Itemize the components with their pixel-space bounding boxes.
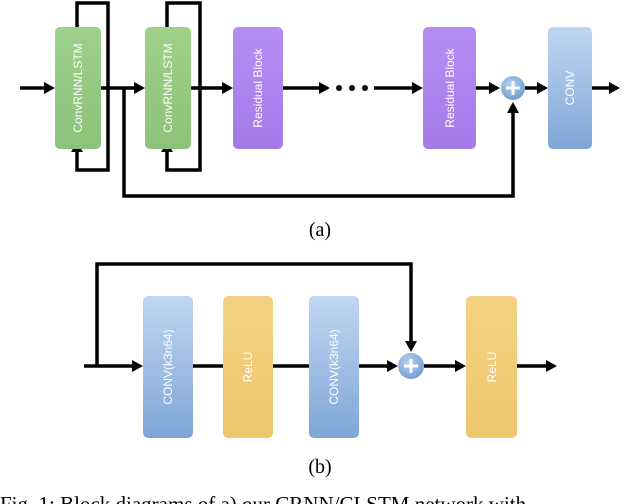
b-sum-node xyxy=(398,353,424,379)
conv-k3n64-block-2: CONV(k3n64) xyxy=(309,296,359,438)
convrnn-lstm-block-1: ConvRNN/LSTM xyxy=(55,27,101,149)
a-output-arrowhead xyxy=(609,82,620,94)
panel-b-label: (b) xyxy=(308,456,331,478)
a-arrowhead-conv xyxy=(537,82,548,94)
a-sum-node xyxy=(501,76,525,100)
b-skip-connection xyxy=(95,262,413,366)
relu-block-2-label: ReLU xyxy=(485,352,499,383)
convrnn-lstm-block-1-label: ConvRNN/LSTM xyxy=(71,43,85,132)
b-input-arrowhead xyxy=(132,360,143,372)
convrnn-lstm-block-2: ConvRNN/LSTM xyxy=(145,27,191,149)
residual-block-2: Residual Block xyxy=(423,27,476,149)
a-recurrent-loop-2 xyxy=(165,1,202,172)
a-arrowhead-rnn2 xyxy=(134,82,145,94)
b-arrowhead-relu2 xyxy=(455,360,466,372)
a-recurrent-loop-1 xyxy=(75,1,110,172)
b-arrowhead-plus xyxy=(387,360,398,372)
a-arrowhead-dots xyxy=(319,82,330,94)
a-global-skip-connection xyxy=(122,88,515,198)
a-arrowhead-res1 xyxy=(222,82,233,94)
panel-a-label: (a) xyxy=(309,219,331,241)
a-ellipsis-dot xyxy=(336,85,342,91)
a-arrowhead-res2 xyxy=(412,82,423,94)
residual-block-1-label: Residual Block xyxy=(251,47,265,127)
conv-block-label: CONV xyxy=(563,71,577,106)
a-skip-arrowhead xyxy=(507,102,519,113)
b-skip-arrowhead xyxy=(405,341,417,352)
conv-k3n64-block-1: CONV(k3n64) xyxy=(143,296,193,438)
conv-block: CONV xyxy=(548,27,592,149)
relu-block-1-label: ReLU xyxy=(241,352,255,383)
b-output-arrowhead xyxy=(546,360,557,372)
panel-b: CONV(k3n64) ReLU CONV(k3n64) ReLU (b) xyxy=(84,262,557,478)
conv-k3n64-block-2-label: CONV(k3n64) xyxy=(327,329,341,404)
panel-a: ConvRNN/LSTM ConvRNN/LSTM Residual Block… xyxy=(20,1,620,241)
a-ellipsis-dot xyxy=(349,85,355,91)
figure-caption: Fig. 1: Block diagrams of a) our CRNN/CL… xyxy=(0,492,527,504)
a-ellipsis-dot xyxy=(362,85,368,91)
residual-block-2-label: Residual Block xyxy=(443,47,457,127)
relu-block-2: ReLU xyxy=(466,296,517,438)
conv-k3n64-block-1-label: CONV(k3n64) xyxy=(161,329,175,404)
a-arrowhead-plus xyxy=(489,82,500,94)
relu-block-1: ReLU xyxy=(223,296,273,438)
convrnn-lstm-block-2-label: ConvRNN/LSTM xyxy=(161,43,175,132)
residual-block-1: Residual Block xyxy=(233,27,283,149)
a-input-arrowhead xyxy=(44,82,55,94)
